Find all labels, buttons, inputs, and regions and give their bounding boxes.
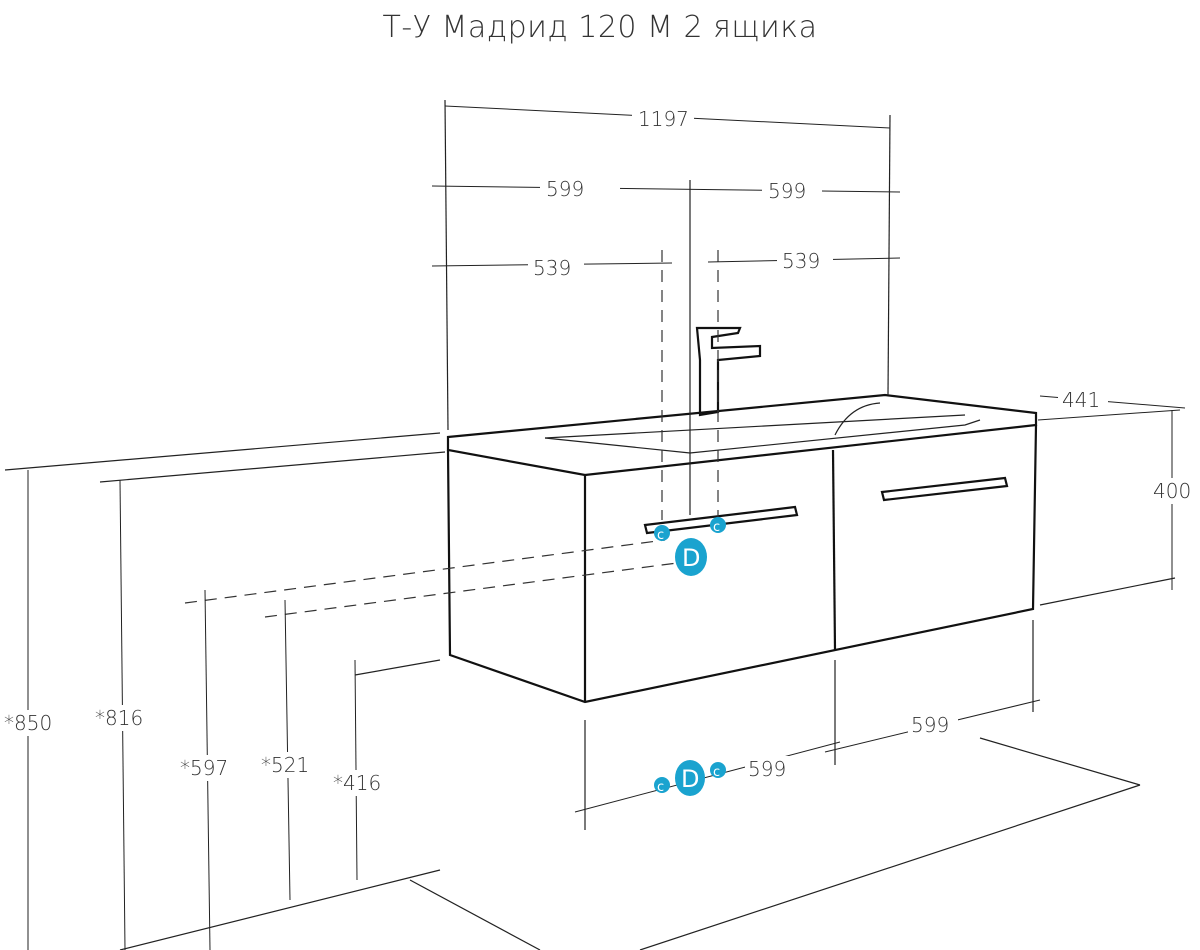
marker-c-right-top: c [710, 517, 726, 535]
connection-markers: c c D c D c [654, 517, 726, 796]
svg-text:c: c [713, 765, 720, 780]
dim-half-left: 599 [546, 177, 584, 201]
dim-drawer-left: 599 [748, 757, 786, 781]
marker-c-left-bottom: c [654, 777, 670, 795]
dim-816: *816 [95, 706, 143, 730]
marker-d-bottom: D [675, 760, 705, 796]
dim-850: *850 [4, 711, 52, 735]
dim-416: *416 [333, 771, 381, 795]
dim-offset-left: 539 [533, 256, 571, 280]
marker-d-top: D [675, 538, 707, 576]
wall-lines [4, 409, 1181, 950]
dim-597: *597 [180, 756, 228, 780]
svg-text:D: D [681, 765, 699, 793]
svg-text:c: c [713, 520, 720, 535]
svg-text:c: c [657, 528, 664, 543]
dim-depth: 441 [1062, 388, 1100, 412]
faucet [695, 326, 762, 417]
marker-c-left-top: c [654, 525, 670, 543]
svg-text:D: D [682, 544, 700, 572]
guide-lines [184, 99, 1176, 830]
dim-drawer-right: 599 [911, 713, 949, 737]
dim-offset-right: 539 [782, 249, 820, 273]
dim-height: 400 [1153, 479, 1191, 503]
vanity-cabinet [446, 393, 1038, 704]
marker-c-right-bottom: c [710, 762, 726, 780]
dim-half-right: 599 [768, 179, 806, 203]
dim-total-width: 1197 [638, 107, 689, 131]
svg-text:c: c [657, 780, 664, 795]
dim-521: *521 [261, 753, 309, 777]
diagram-title: Т-У Мадрид 120 М 2 ящика [382, 10, 818, 45]
dimension-labels: 1197 599 599 539 539 441 400 *850 *816 *… [0, 105, 1200, 796]
dimension-lines [27, 105, 1186, 950]
